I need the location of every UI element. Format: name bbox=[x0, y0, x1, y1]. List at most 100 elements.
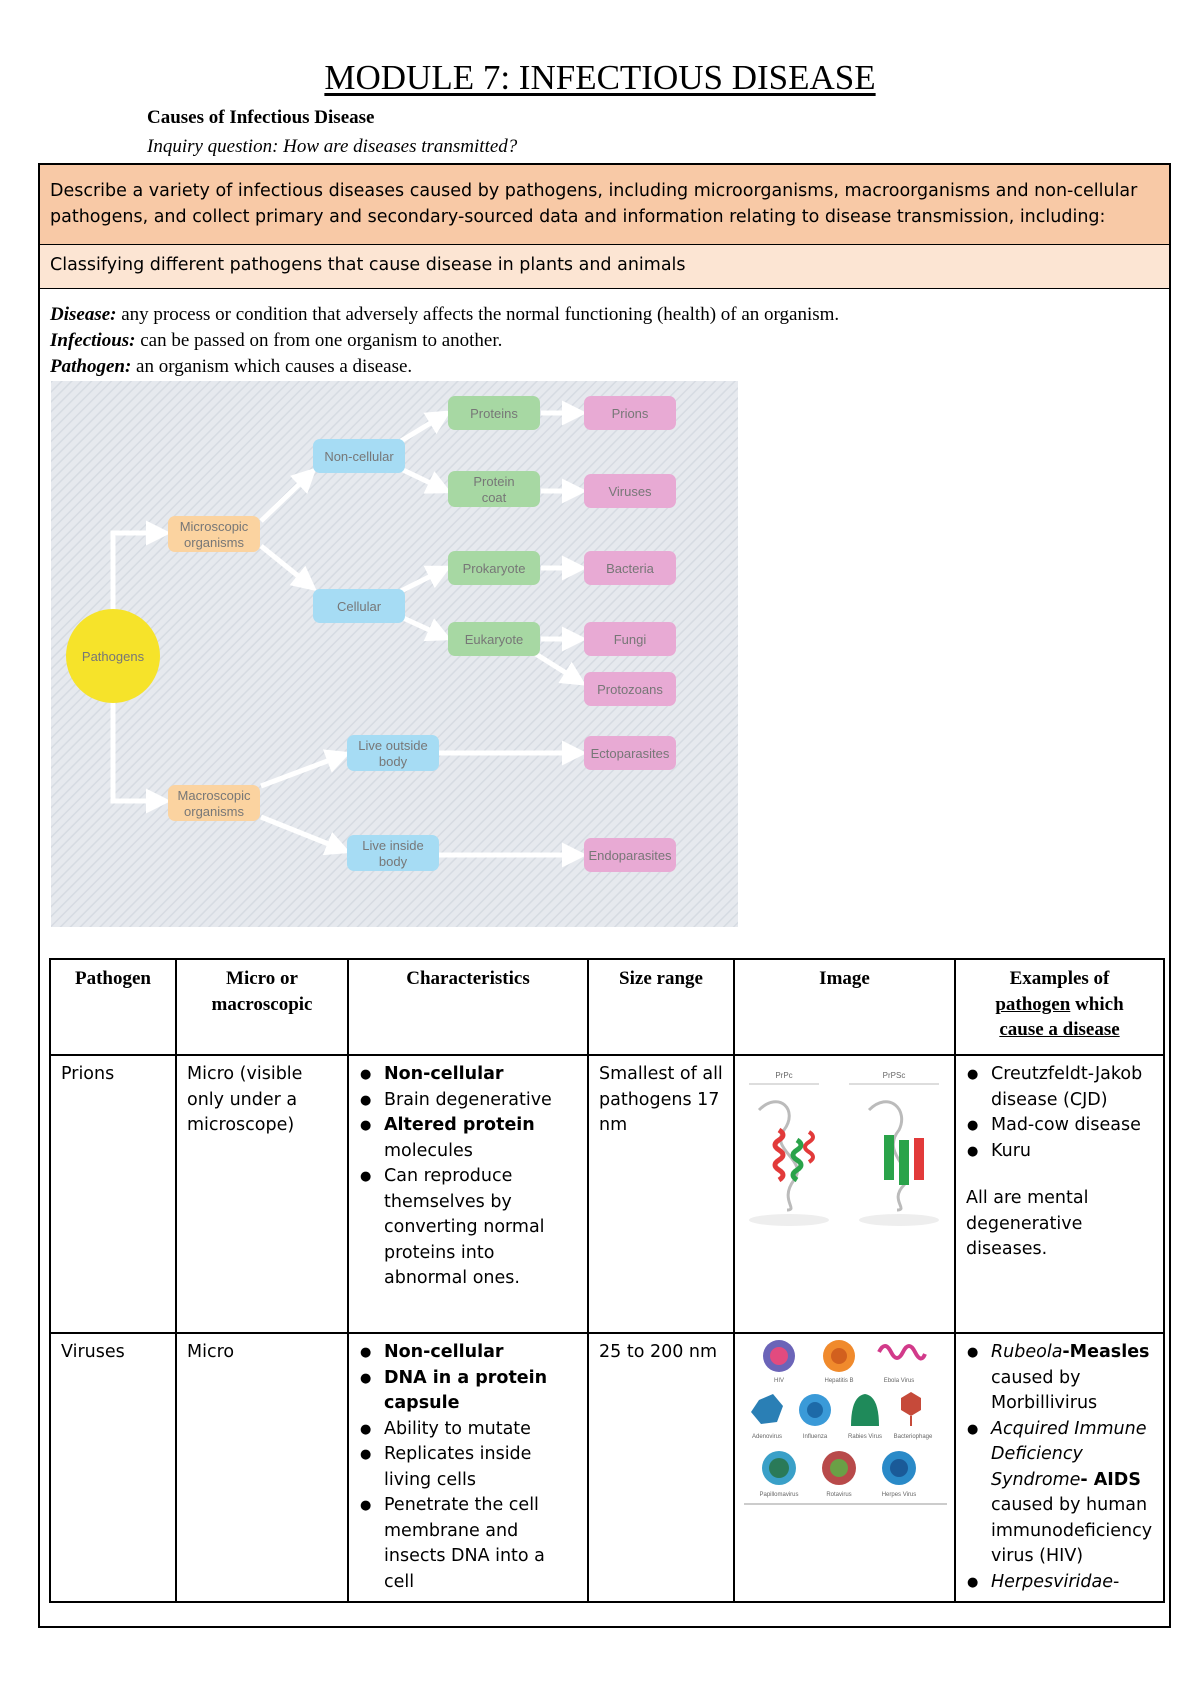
header-micro-or-macroscopic: Micro or macroscopic bbox=[175, 958, 349, 1056]
node-protozoans-label: Protozoans bbox=[597, 682, 663, 697]
node-prokaryote bbox=[448, 551, 540, 585]
node-non-cellular-label: Non-cellular bbox=[324, 449, 394, 464]
node-endoparasites bbox=[584, 838, 676, 872]
definition-disease: Disease: any process or condition that a… bbox=[50, 302, 839, 328]
list-item: Non-cellular bbox=[360, 1062, 577, 1088]
char-bold: Altered protein bbox=[384, 1115, 535, 1135]
node-viruses bbox=[584, 474, 676, 508]
node-live-inside-label: body bbox=[379, 854, 408, 869]
example-text: - bbox=[1113, 1571, 1120, 1592]
cell-image: PrPc PrPSc bbox=[733, 1054, 956, 1334]
term-infectious: Infectious: bbox=[50, 330, 136, 351]
pathogen-table: Pathogen Micro or macroscopic Characteri… bbox=[49, 958, 1165, 1603]
table-row: Prions Micro (visible only under a micro… bbox=[49, 1054, 1165, 1334]
syllabus-outcome: Describe a variety of infectious disease… bbox=[40, 165, 1169, 245]
prion-label-prpsc: PrPSc bbox=[883, 1071, 906, 1080]
node-macroscopic bbox=[168, 785, 260, 821]
node-prions bbox=[584, 396, 676, 430]
content-frame: Describe a variety of infectious disease… bbox=[38, 163, 1171, 1628]
char-bold: DNA in a protein capsule bbox=[384, 1367, 548, 1414]
cell-examples: Rubeola-Measles caused by Morbillivirus … bbox=[954, 1332, 1165, 1603]
definition-infectious: Infectious: can be passed on from one or… bbox=[50, 328, 839, 354]
node-ectoparasites-label: Ectoparasites bbox=[591, 746, 670, 761]
definition-text: any process or condition that adversely … bbox=[116, 304, 840, 325]
inquiry-question: Inquiry question: How are diseases trans… bbox=[147, 136, 518, 157]
cell-pathogen: Viruses bbox=[49, 1332, 177, 1603]
node-proteins bbox=[448, 396, 540, 430]
node-live-outside-label: body bbox=[379, 754, 408, 769]
char-bold: Non-cellular bbox=[384, 1064, 504, 1084]
diagram-arrows bbox=[110, 400, 587, 868]
node-endoparasites-label: Endoparasites bbox=[588, 848, 672, 863]
node-cellular-label: Cellular bbox=[337, 599, 382, 614]
header-characteristics: Characteristics bbox=[347, 958, 589, 1056]
node-cellular bbox=[313, 589, 405, 623]
node-live-outside bbox=[347, 735, 439, 771]
header-size-range: Size range bbox=[587, 958, 735, 1056]
node-microscopic-label: organisms bbox=[184, 535, 244, 550]
list-item: Acquired Immune Deficiency Syndrome- AID… bbox=[967, 1417, 1153, 1570]
node-non-cellular bbox=[313, 439, 405, 473]
cell-size-range: Smallest of all pathogens 17 nm bbox=[587, 1054, 735, 1334]
node-microscopic-label: Microscopic bbox=[180, 519, 249, 534]
node-macroscopic-label: Macroscopic bbox=[178, 788, 251, 803]
node-eukaryote bbox=[448, 622, 540, 656]
prion-protein-image: PrPc PrPSc bbox=[749, 1071, 939, 1226]
node-protein-coat bbox=[448, 471, 540, 507]
node-proteins-label: Proteins bbox=[470, 406, 518, 421]
virus-label: Papillomavirus bbox=[759, 1492, 798, 1498]
virus-label: Adenovirus bbox=[752, 1434, 782, 1440]
example-text: caused by Morbillivirus bbox=[991, 1367, 1098, 1414]
virus-label: Influenza bbox=[803, 1434, 828, 1440]
cell-micro-macro: Micro bbox=[175, 1332, 349, 1603]
virus-label: Bacteriophage bbox=[894, 1434, 933, 1440]
definition-text: can be passed on from one organism to an… bbox=[135, 330, 503, 351]
node-fungi-label: Fungi bbox=[614, 632, 647, 647]
cell-characteristics: Non-cellular DNA in a protein capsule Ab… bbox=[347, 1332, 589, 1603]
example-text: caused by human immunodeficiency virus (… bbox=[991, 1495, 1153, 1566]
list-item: Ability to mutate bbox=[360, 1417, 577, 1443]
node-macroscopic-label: organisms bbox=[184, 804, 244, 819]
list-item: Mad-cow disease bbox=[967, 1113, 1153, 1139]
cell-size-range: 25 to 200 nm bbox=[587, 1332, 735, 1603]
example-italic: Herpesviridae bbox=[991, 1571, 1113, 1592]
list-item: Creutzfeldt-Jakob disease (CJD) bbox=[967, 1062, 1153, 1113]
virus-label: Hepatitis B bbox=[824, 1378, 853, 1384]
prion-label-prpc: PrPc bbox=[775, 1071, 792, 1080]
section-heading: Causes of Infectious Disease bbox=[147, 107, 375, 128]
list-item: DNA in a protein capsule bbox=[360, 1366, 577, 1417]
node-ectoparasites bbox=[584, 736, 676, 770]
pathogen-classification-diagram: Pathogens Microscopic organisms Macrosco… bbox=[51, 381, 738, 927]
header-examples-text: which bbox=[1070, 993, 1124, 1015]
char-bold: Non-cellular bbox=[384, 1342, 504, 1362]
list-item: Can reproduce themselves by converting n… bbox=[360, 1164, 577, 1292]
node-protein-coat-label: coat bbox=[482, 490, 507, 505]
header-examples-text: Examples of bbox=[1009, 968, 1110, 989]
list-item: Kuru bbox=[967, 1139, 1153, 1165]
node-viruses-label: Viruses bbox=[608, 484, 652, 499]
cell-characteristics: Non-cellular Brain degenerative Altered … bbox=[347, 1054, 589, 1334]
definition-text: an organism which causes a disease. bbox=[131, 356, 413, 377]
list-item: Non-cellular bbox=[360, 1340, 577, 1366]
examples-note: All are mental degenerative diseases. bbox=[966, 1188, 1089, 1259]
list-item: Brain degenerative bbox=[360, 1088, 577, 1114]
example-italic: Rubeola bbox=[991, 1342, 1063, 1362]
header-image: Image bbox=[733, 958, 956, 1056]
char-text: molecules bbox=[384, 1140, 473, 1161]
node-prokaryote-label: Prokaryote bbox=[463, 561, 526, 576]
node-protozoans bbox=[584, 672, 676, 706]
term-pathogen: Pathogen: bbox=[50, 356, 132, 377]
node-protein-coat-label: Protein bbox=[473, 474, 514, 489]
list-item: Rubeola-Measles caused by Morbillivirus bbox=[967, 1340, 1153, 1417]
virus-label: HIV bbox=[774, 1378, 784, 1384]
syllabus-dotpoint: Classifying different pathogens that cau… bbox=[40, 245, 1169, 289]
list-item: Altered protein molecules bbox=[360, 1113, 577, 1164]
node-live-inside-label: Live inside bbox=[362, 838, 423, 853]
page-title: MODULE 7: INFECTIOUS DISEASE bbox=[324, 58, 876, 97]
example-bold: - AIDS bbox=[1080, 1469, 1141, 1490]
definition-pathogen: Pathogen: an organism which causes a dis… bbox=[50, 354, 839, 380]
cell-pathogen: Prions bbox=[49, 1054, 177, 1334]
cell-examples: Creutzfeldt-Jakob disease (CJD) Mad-cow … bbox=[954, 1054, 1165, 1334]
node-live-outside-label: Live outside bbox=[358, 738, 427, 753]
virus-label: Rotavirus bbox=[826, 1492, 851, 1498]
